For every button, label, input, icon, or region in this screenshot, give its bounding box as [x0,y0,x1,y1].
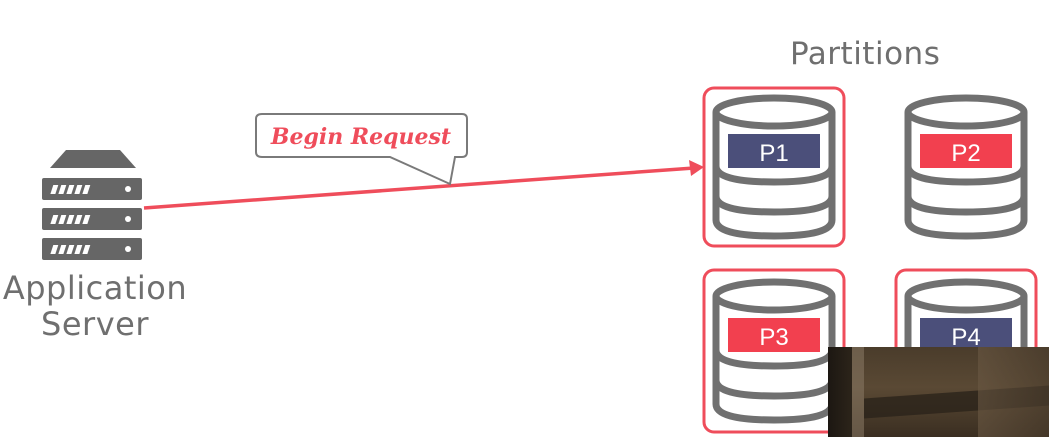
partition-p1-highlight [702,86,846,248]
partition-p1-band [728,134,820,168]
callout-bubble [255,113,468,186]
database-icon-p2: P2 [904,94,1028,240]
partitions-title: Partitions [790,36,941,72]
database-icon-p1: P1 [712,94,836,240]
server-unit-1 [42,178,142,200]
application-server-label: Application Server [0,270,190,342]
partition-p1-label: P1 [759,140,788,167]
server-icon [42,150,142,260]
server-unit-3 [42,238,142,260]
server-unit-2 [42,208,142,230]
partition-p2-band [920,134,1012,168]
request-arrowhead [689,160,704,176]
server-roof [50,150,136,168]
database-icon-p3: P3 [712,278,836,424]
partition-p4-label: P4 [951,324,980,351]
partition-p3-label: P3 [759,324,788,351]
partition-p4-band [920,318,1012,352]
partition-p2-label: P2 [951,140,980,167]
partition-p3-band [728,318,820,352]
begin-request-callout: Begin Request [255,113,468,186]
partition-p2: P2 [904,94,1028,240]
speaker-video-overlay [828,347,1049,437]
request-arrow-line [143,166,695,210]
partition-p3: P3 [702,268,846,434]
request-arrow [143,160,704,210]
partition-p1: P1 [702,86,846,248]
begin-request-label: Begin Request [270,124,451,150]
application-server-label-line1: Application [2,269,188,307]
application-server-label-line2: Server [41,305,149,343]
